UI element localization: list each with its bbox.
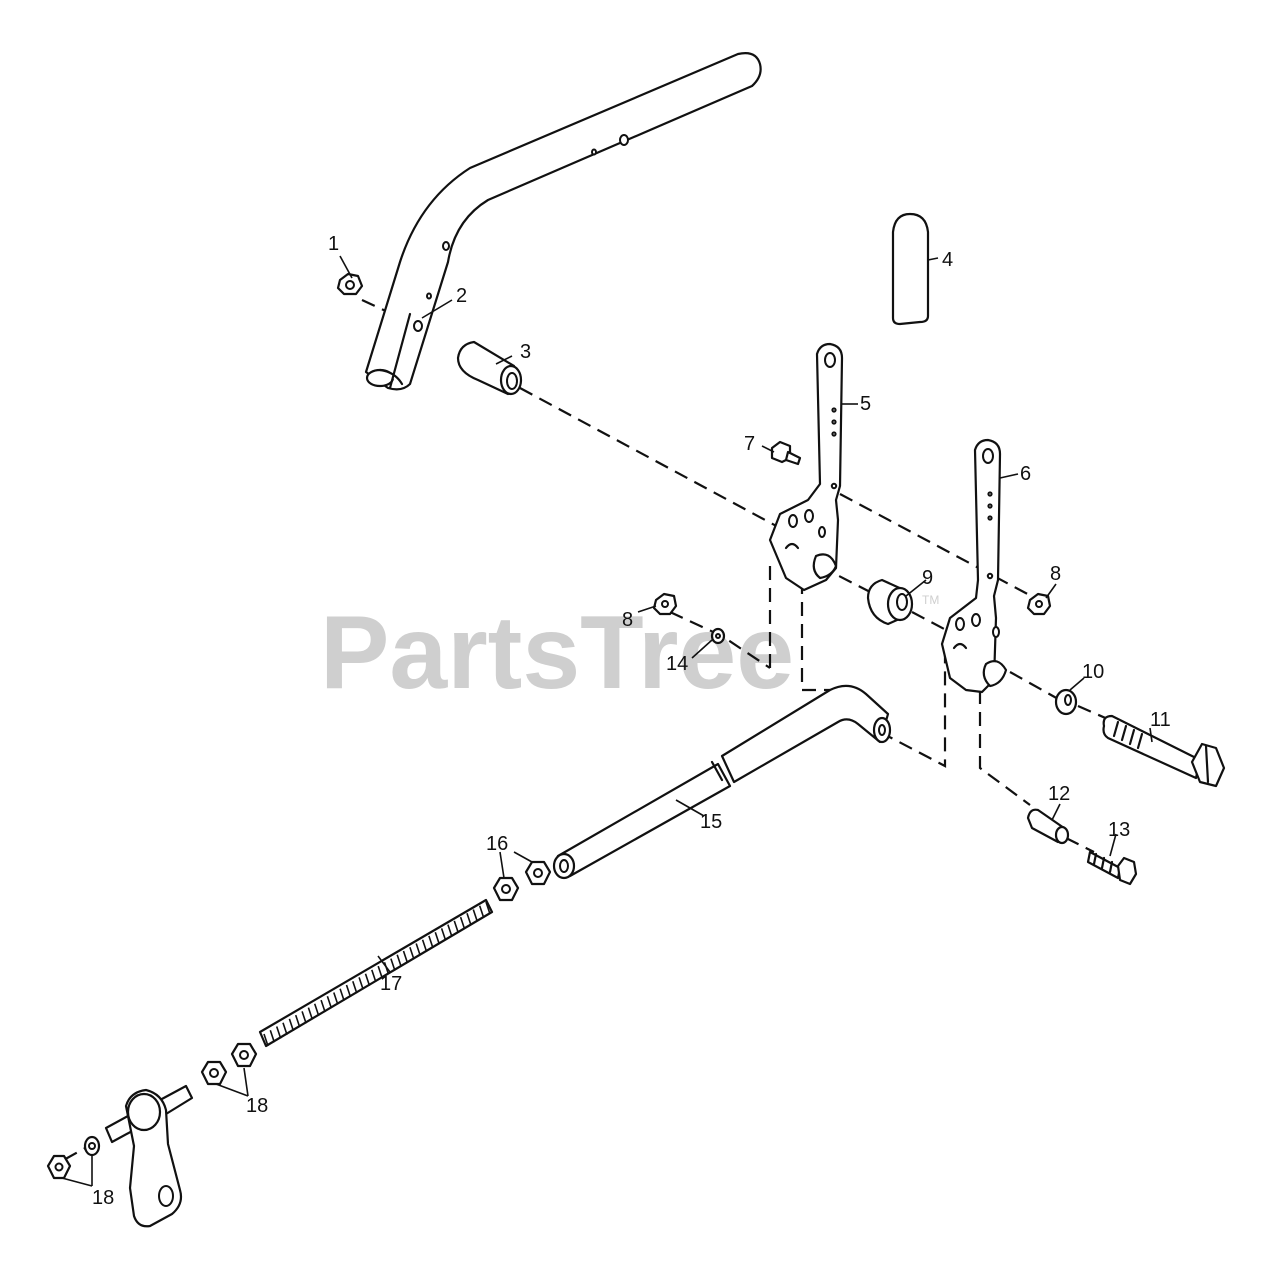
assembly-lines [59,299,1111,1163]
callout-9: 9 [922,567,933,589]
callout-18-upper: 18 [246,1095,268,1117]
part-8-nut-left [652,592,678,616]
callout-16: 16 [486,833,508,855]
part-5-lift-arm [768,342,844,592]
part-7-screw [770,440,802,466]
callout-10: 10 [1082,661,1104,683]
part-18-nuts-upper [200,1042,258,1086]
rod-end-joint [104,1084,194,1228]
part-3-bushing [456,340,523,396]
watermark: PartsTree TM [320,593,939,711]
callout-labels: 1 2 3 4 5 7 6 8 9 8 14 10 11 12 13 15 16… [92,233,1171,1209]
callout-4: 4 [942,249,953,271]
part-12-pin [1026,808,1070,845]
part-11-bolt [1102,714,1226,788]
callout-15: 15 [700,811,722,833]
callout-12: 12 [1048,783,1070,805]
callout-5: 5 [860,393,871,415]
callout-6: 6 [1020,463,1031,485]
part-8-nut-right [1026,592,1052,616]
callout-8-left: 8 [622,609,633,631]
callout-13: 13 [1108,819,1130,841]
callout-7: 7 [744,433,755,455]
leader-lines [61,255,1153,1187]
callout-2: 2 [456,285,467,307]
callout-17: 17 [380,973,402,995]
part-14-washer [710,627,726,645]
callout-3: 3 [520,341,531,363]
part-2-handle-tube [364,52,762,391]
part-18-nut-lower [46,1135,101,1180]
callout-8-right: 8 [1050,563,1061,585]
watermark-trademark: TM [922,593,939,607]
part-4-grip [891,212,930,326]
callout-14: 14 [666,653,688,675]
part-17-threaded-rod [258,898,494,1048]
callout-11: 11 [1150,709,1171,731]
part-1-nut [336,272,364,296]
callout-1: 1 [328,233,339,255]
part-16-nuts [492,860,552,902]
part-10-washer [1054,688,1078,716]
watermark-text: PartsTree [320,595,794,711]
callout-18-lower: 18 [92,1187,114,1209]
part-9-spacer [866,578,914,626]
part-13-bolt [1086,850,1138,886]
part-6-lift-arm [940,438,1008,694]
part-15-crank-rod [552,684,892,880]
